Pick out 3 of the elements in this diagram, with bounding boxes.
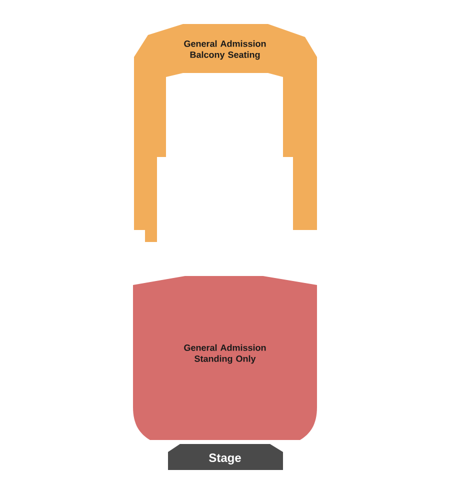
- stage: Stage: [168, 444, 283, 470]
- standing-section: General Admission Standing Only: [133, 276, 317, 440]
- balcony-section: General Admission Balcony Seating: [134, 24, 317, 242]
